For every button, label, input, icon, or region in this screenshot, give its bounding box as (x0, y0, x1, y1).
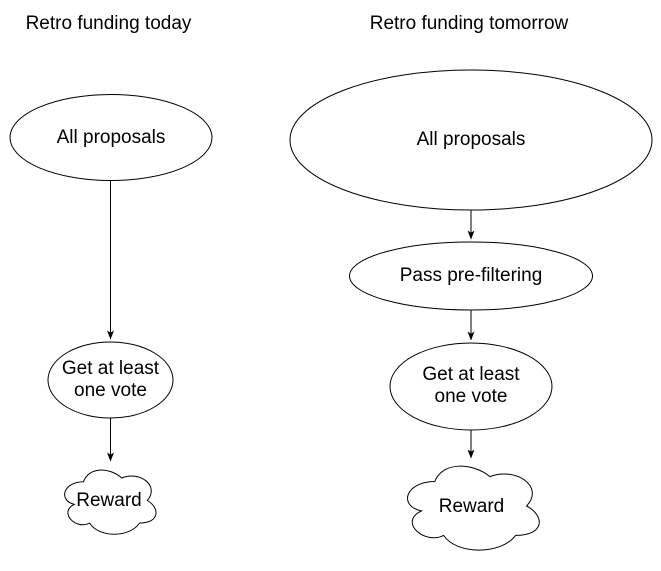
today-title: Retro funding today (25, 13, 192, 34)
tomorrow-flow (289, 69, 653, 551)
tomorrow-pass-prefilter-label: Pass pre-filtering (399, 265, 543, 286)
tomorrow-title: Retro funding tomorrow (369, 13, 569, 34)
tomorrow-reward-cloud (407, 465, 540, 551)
tomorrow-all-proposals-label: All proposals (416, 129, 526, 150)
tomorrow-reward-label: Reward (438, 496, 505, 517)
today-all-proposals-ellipse (9, 94, 213, 181)
today-reward-cloud (64, 469, 157, 535)
today-get-vote-label: Get at least one vote (61, 358, 160, 401)
today-flow (9, 94, 213, 535)
tomorrow-get-vote-label: Get at least one vote (422, 364, 520, 407)
today-reward-label: Reward (76, 490, 142, 511)
today-all-proposals-label: All proposals (56, 127, 166, 148)
